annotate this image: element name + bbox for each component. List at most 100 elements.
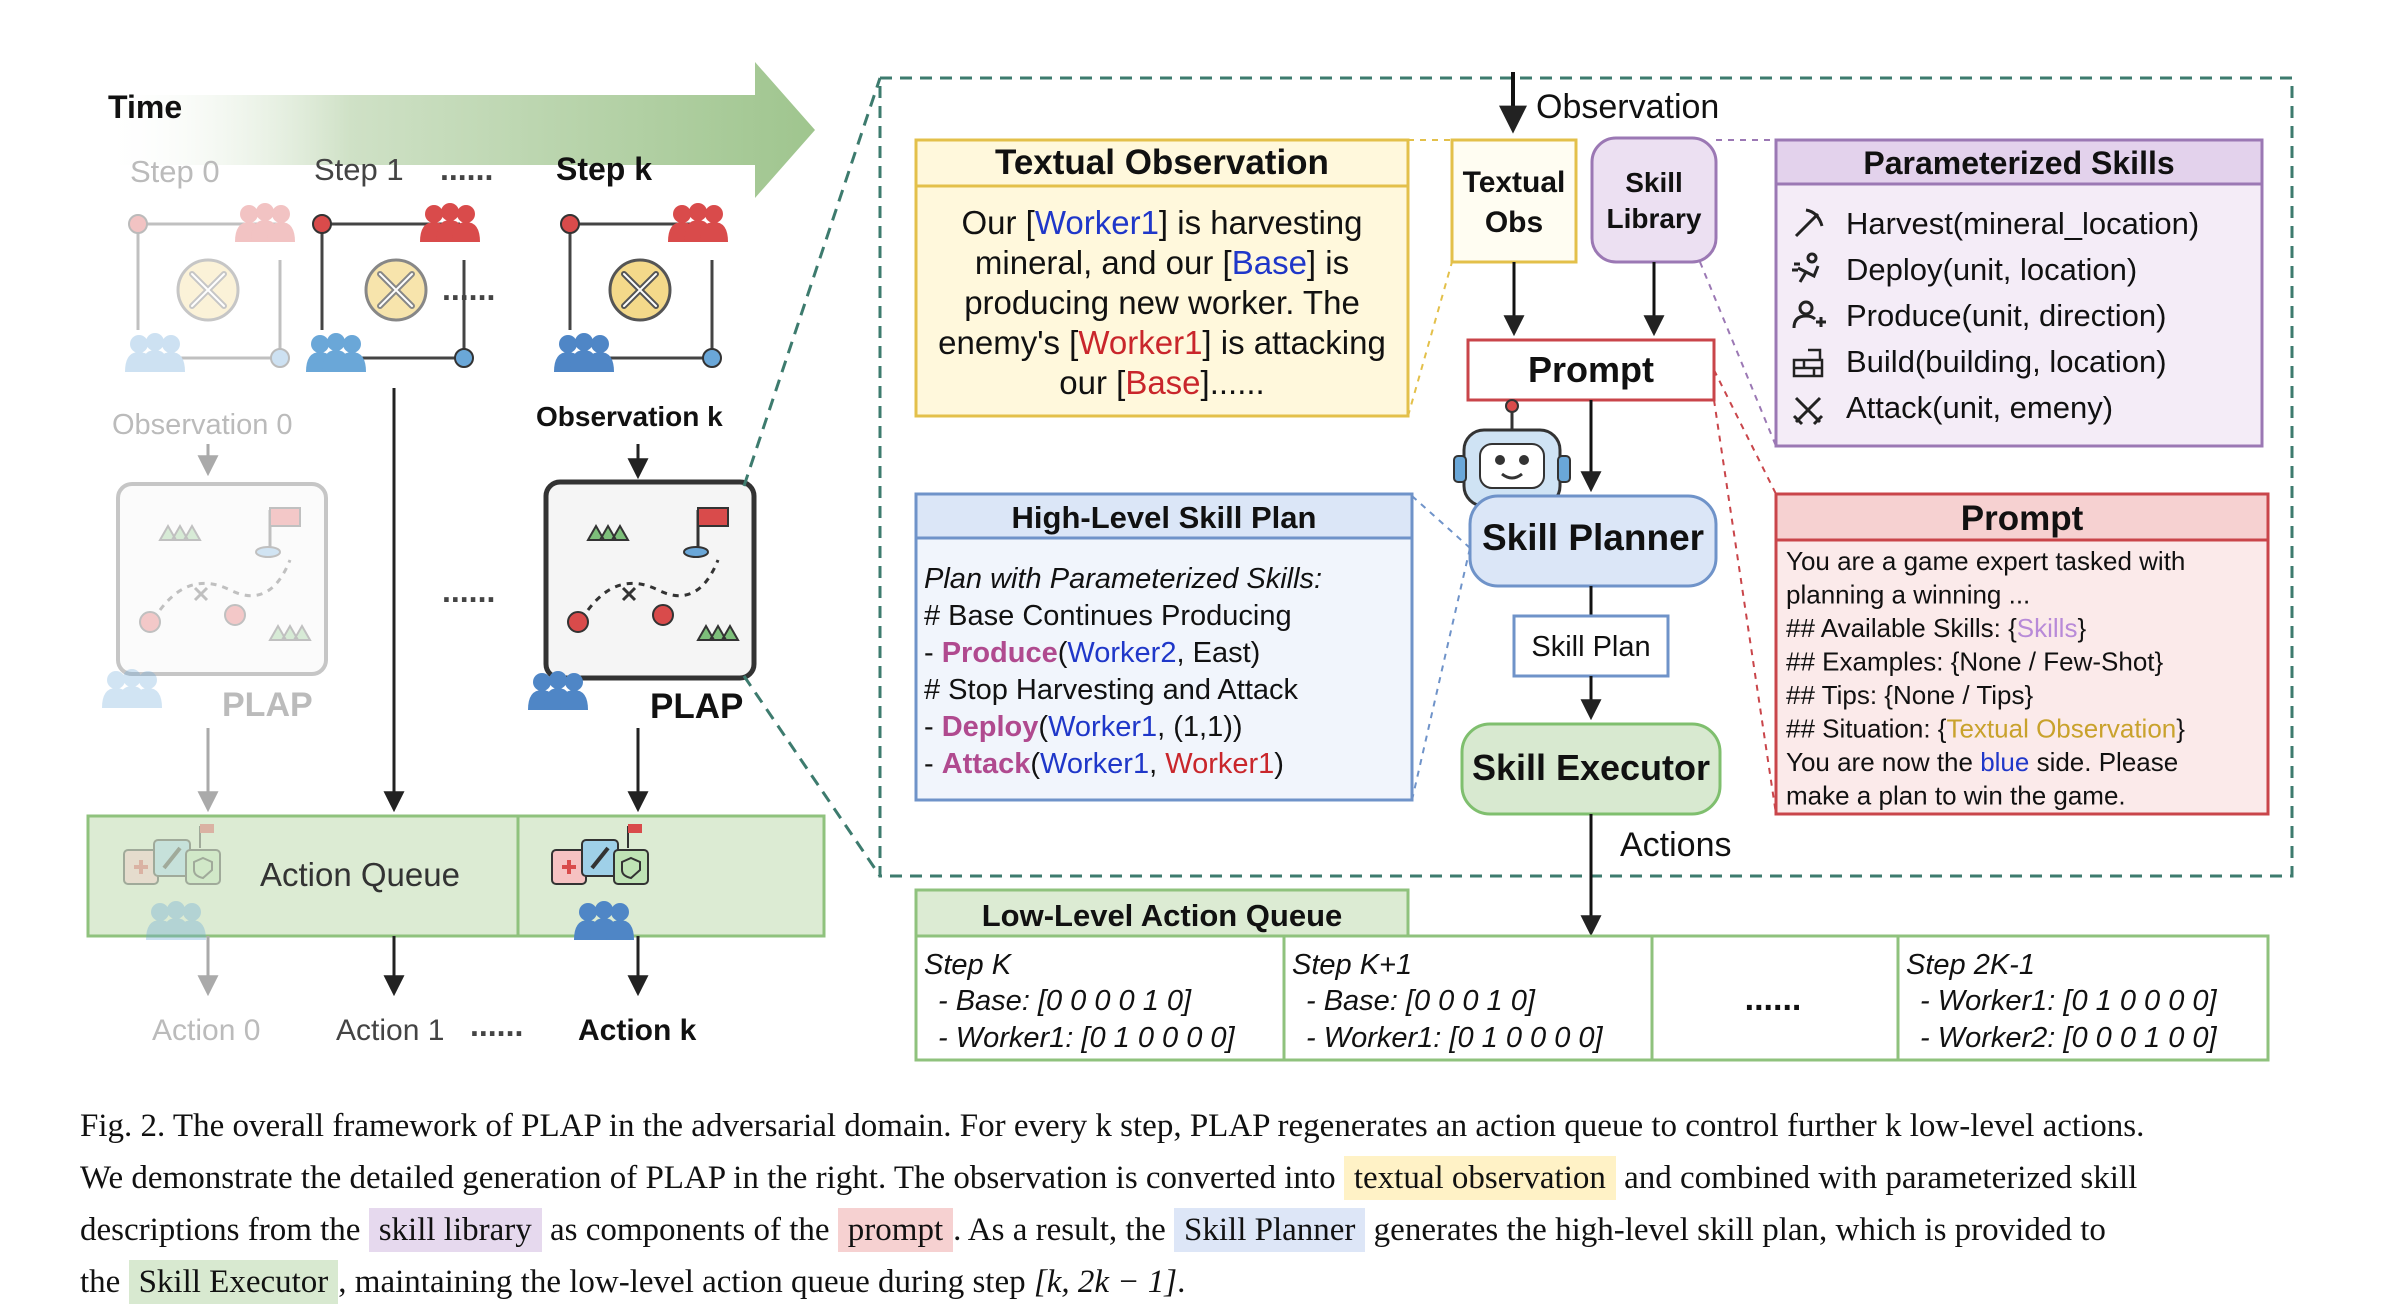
parameterized-skills-title: Parameterized Skills — [1863, 145, 2174, 181]
queue-cell-head: Step 2K-1 — [1906, 949, 2035, 981]
textual-observation-line: our [Base]...... — [1059, 364, 1264, 401]
step-1-label: Step 1 — [314, 152, 404, 187]
high-level-plan-line: Plan with Parameterized Skills: — [924, 563, 1322, 595]
high-level-plan-line: # Stop Harvesting and Attack — [924, 674, 1298, 706]
plap-0-label: PLAP — [222, 686, 313, 724]
action-queue-label: Action Queue — [260, 856, 460, 893]
caption-math: [k, 2k − 1] — [1033, 1264, 1178, 1300]
time-arrow — [100, 62, 815, 198]
queue-cell-row: - Worker1: [0 1 0 0 0 0] — [1920, 985, 2218, 1017]
textual-obs-line2: Obs — [1485, 206, 1543, 239]
high-level-plan-line: - Produce(Worker2, East) — [924, 637, 1260, 669]
highlight-textual-observation: textual observation — [1343, 1156, 1616, 1200]
prompt-detail-line: You are now the blue side. Please — [1786, 747, 2178, 777]
plap-0-map — [116, 482, 328, 676]
prompt-detail-line: ## Tips: {None / Tips} — [1786, 680, 2033, 710]
robot-icon — [1453, 399, 1571, 508]
prompt-box-label: Prompt — [1528, 349, 1654, 390]
svg-text:Build(building, location): Build(building, location) — [1846, 344, 2167, 379]
grid-dots: ...... — [442, 271, 495, 307]
parameterized-skills-box — [1774, 138, 2264, 448]
step-dots: ...... — [440, 151, 493, 187]
queue-cell-ellipsis: ...... — [1745, 980, 1802, 1018]
skill-library-line2: Library — [1607, 203, 1702, 234]
highlight-skill-library: skill library — [368, 1208, 542, 1252]
person-add-icon — [1792, 300, 1826, 329]
skill-item-build: Build(building, location) — [1792, 344, 2167, 379]
queue-cell-row: - Worker2: [0 0 0 1 0 0] — [1920, 1022, 2218, 1054]
prompt-detail-line: ## Available Skills: {Skills} — [1786, 613, 2086, 643]
highlight-prompt: prompt — [837, 1208, 954, 1252]
low-level-queue: Low-Level Action Queue Step K- Base: [0 … — [914, 888, 2270, 1062]
prompt-detail-line: planning a winning ... — [1786, 580, 2030, 610]
high-level-plan-line: - Attack(Worker1, Worker1) — [924, 748, 1284, 780]
svg-text:Deploy(unit, location): Deploy(unit, location) — [1846, 252, 2137, 287]
prompt-detail-line: You are a game expert tasked with — [1786, 546, 2185, 576]
action-k-label: Action k — [578, 1014, 697, 1047]
queue-cell-row: - Base: [0 0 0 1 0] — [1306, 985, 1536, 1017]
observation-label: Observation — [1536, 88, 1719, 126]
prompt-detail-line: ## Examples: {None / Few-Shot} — [1786, 647, 2164, 677]
actions-label: Actions — [1620, 826, 1732, 864]
queue-cell-head: Step K+1 — [1292, 949, 1412, 981]
high-level-plan-box — [914, 492, 1414, 802]
left-panel: Time Step 0 Step 1 ...... Step k — [86, 62, 826, 1047]
run-icon — [1792, 252, 1820, 283]
svg-text:Attack(unit, emeny): Attack(unit, emeny) — [1846, 390, 2113, 425]
observation-0-label: Observation 0 — [112, 409, 293, 441]
skill-executor-label: Skill Executor — [1472, 747, 1710, 788]
skill-planner-label: Skill Planner — [1482, 517, 1704, 558]
low-level-title-box — [914, 888, 1410, 938]
plap-k-map — [543, 479, 757, 681]
svg-text:Produce(unit, direction): Produce(unit, direction) — [1846, 298, 2167, 333]
observation-k-label: Observation k — [536, 401, 723, 432]
step-0-grid — [125, 203, 295, 372]
crossed-swords-icon — [1792, 396, 1824, 426]
brick-wall-icon — [1792, 348, 1824, 378]
textual-observation-title: Textual Observation — [995, 143, 1329, 182]
prompt-detail-title: Prompt — [1961, 499, 2084, 538]
right-panel: Observation Textual Observation Our [Wor… — [878, 72, 2294, 878]
plap-k-label: PLAP — [650, 687, 743, 726]
queue-cell-row: - Worker1: [0 1 0 0 0 0] — [938, 1022, 1236, 1054]
step-0-label: Step 0 — [130, 154, 220, 189]
textual-obs-box — [1450, 138, 1578, 264]
action-dots: ...... — [470, 1007, 523, 1043]
step-k-label: Step k — [556, 151, 652, 187]
skill-item-produce: Produce(unit, direction) — [1792, 298, 2167, 333]
action-1-label: Action 1 — [336, 1014, 444, 1047]
highlight-skill-executor: Skill Executor — [128, 1260, 339, 1304]
skill-plan-label: Skill Plan — [1531, 631, 1650, 663]
prompt-detail-line: ## Situation: {Textual Observation} — [1786, 714, 2185, 744]
skill-library-line1: Skill — [1625, 167, 1683, 198]
skill-item-deploy: Deploy(unit, location) — [1792, 252, 2137, 287]
skill-item-attack: Attack(unit, emeny) — [1792, 390, 2113, 426]
caption-line-3: descriptions from the skill library as c… — [80, 1204, 2310, 1256]
skill-planner-box — [1468, 494, 1718, 588]
highlight-skill-planner: Skill Planner — [1174, 1208, 1366, 1252]
high-level-plan-title: High-Level Skill Plan — [1012, 500, 1317, 535]
textual-obs-line1: Textual — [1463, 166, 1566, 199]
action-0-label: Action 0 — [152, 1014, 260, 1047]
prompt-detail-body: You are a game expert tasked with plannin… — [1786, 546, 2185, 811]
queue-cell-head: Step K — [924, 949, 1013, 981]
framework-figure: Time Step 0 Step 1 ...... Step k — [86, 62, 2294, 1062]
skill-item-harvest: Harvest(mineral_location) — [1794, 206, 2199, 241]
step-1-grid — [306, 203, 480, 372]
high-level-plan-line: # Base Continues Producing — [924, 600, 1292, 632]
textual-observation-line: Our [Worker1] is harvesting — [961, 204, 1362, 241]
high-level-plan-line: - Deploy(Worker1, (1,1)) — [924, 711, 1243, 743]
caption-line-2: We demonstrate the detailed generation o… — [80, 1152, 2310, 1204]
skill-plan-box — [1512, 614, 1670, 678]
queue-cell-row: - Base: [0 0 0 0 1 0] — [938, 985, 1192, 1017]
high-level-plan-body: Plan with Parameterized Skills: # Base Co… — [924, 563, 1322, 780]
caption-line-4: the Skill Executor, maintaining the low-… — [80, 1256, 2310, 1308]
figure-caption: Fig. 2. The overall framework of PLAP in… — [80, 1100, 2310, 1308]
plap-dots: ...... — [442, 573, 495, 609]
textual-observation-line: mineral, and our [Base] is — [975, 244, 1349, 281]
pickaxe-icon — [1794, 208, 1824, 238]
textual-observation-line: producing new worker. The — [964, 284, 1360, 321]
time-label: Time — [108, 89, 182, 125]
caption-line-1: Fig. 2. The overall framework of PLAP in… — [80, 1108, 2145, 1144]
